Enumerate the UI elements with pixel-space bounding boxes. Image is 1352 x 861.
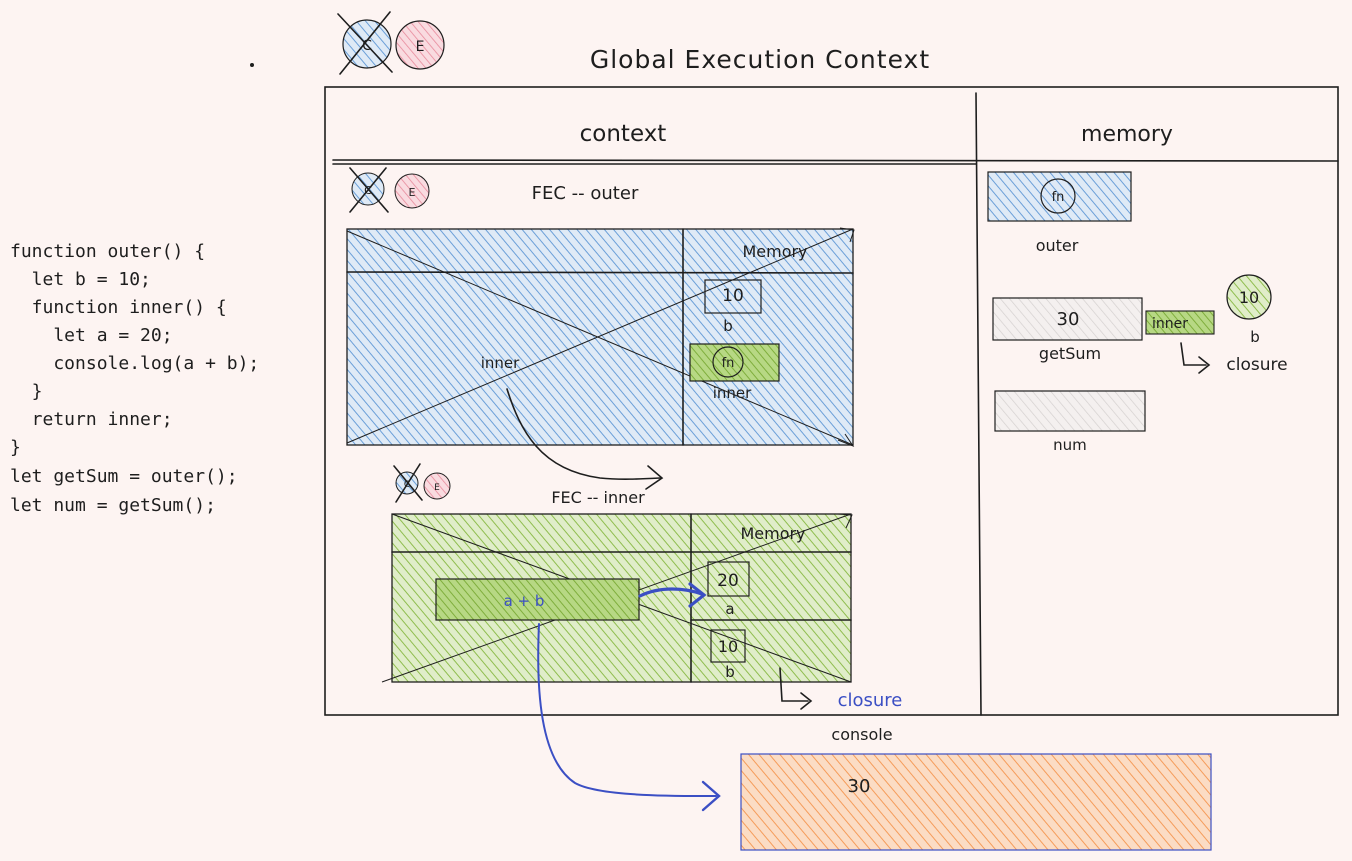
code-line: let num = getSum(); (10, 495, 216, 516)
inner-execution-phase: E (423, 472, 451, 500)
outer-execution-phase: E (394, 173, 430, 209)
inner-a-cell (707, 561, 750, 597)
global-closure-label: closure (1226, 355, 1287, 375)
outer-b-cell (704, 279, 762, 314)
global-execution-phase: E (395, 20, 445, 70)
outer-fec-title: FEC -- outer (532, 183, 639, 204)
context-header: context (580, 121, 667, 147)
code-line: } (10, 381, 43, 402)
outer-b-value: 10 (722, 286, 744, 306)
svg-text:E: E (434, 483, 440, 493)
getsum-label: getSum (1039, 344, 1101, 363)
inner-b-cell (710, 629, 746, 663)
console-label: console (831, 725, 892, 744)
outer-memory-title: Memory (742, 242, 807, 261)
num-label: num (1053, 436, 1087, 454)
global-memory: fn outer 30 getSum inner 10 b closure nu… (987, 171, 1288, 454)
console-output: 30 (848, 776, 871, 797)
closure-b-label: b (1250, 328, 1260, 346)
expression-cell (435, 578, 640, 621)
console-panel: console 30 (740, 725, 1212, 851)
outer-inner-label: inner (713, 384, 752, 402)
inner-closure-label: closure (838, 690, 903, 711)
svg-text:E: E (409, 186, 416, 199)
code-line: } (10, 437, 21, 458)
code-line: console.log(a + b); (10, 353, 259, 374)
num-memory-cell (994, 390, 1146, 432)
inner-b-label: b (725, 663, 735, 681)
expression-text: a + b (504, 592, 545, 610)
lookup-arrow (638, 582, 707, 608)
outer-var-label: outer (1036, 236, 1079, 255)
outer-fn-label: fn (722, 356, 735, 371)
getsum-memory-cell (992, 297, 1143, 341)
inner-memory-title: Memory (740, 524, 805, 543)
outer-fn-text: fn (1052, 190, 1065, 205)
code-line: function outer() { (10, 241, 205, 262)
closure-b-value: 10 (1239, 288, 1259, 307)
closure-b-circle (1226, 274, 1272, 320)
outer-creation-phase: C (349, 167, 389, 213)
code-line: let a = 20; (10, 325, 173, 346)
memory-header: memory (1081, 122, 1173, 147)
inner-a-value: 20 (717, 571, 739, 591)
source-code: function outer() { let b = 10; function … (10, 241, 259, 516)
inner-fec-title: FEC -- inner (551, 488, 645, 507)
inner-fec-box: Memory a + b 20 a 10 b (381, 513, 853, 683)
call-arrow (506, 388, 664, 490)
stray-dot (250, 63, 254, 67)
inner-ref-label: inner (1152, 316, 1188, 332)
outer-fec-box: Memory 10 b fn inner inner (346, 227, 855, 448)
inner-creation-phase: C (393, 463, 423, 503)
code-line: let getSum = outer(); (10, 466, 238, 487)
code-line: function inner() { (10, 297, 227, 318)
inner-ref-cell (1145, 310, 1215, 335)
code-line: let b = 10; (10, 269, 151, 290)
console-arrow (537, 623, 721, 812)
outer-fn-circle-global (1040, 178, 1076, 214)
outer-fn-circle (712, 346, 744, 378)
outer-return-label: inner (481, 354, 520, 372)
global-context-title: Global Execution Context (590, 45, 930, 74)
outer-b-label: b (723, 317, 733, 335)
getsum-value: 30 (1057, 309, 1080, 330)
global-creation-phase: C (337, 11, 393, 75)
svg-text:E: E (416, 39, 425, 55)
inner-a-label: a (725, 600, 734, 618)
code-line: return inner; (10, 409, 173, 430)
inner-b-value: 10 (718, 637, 738, 656)
inner-closure-indicator: closure (779, 667, 903, 711)
global-execution-context: context memory (324, 86, 1339, 716)
